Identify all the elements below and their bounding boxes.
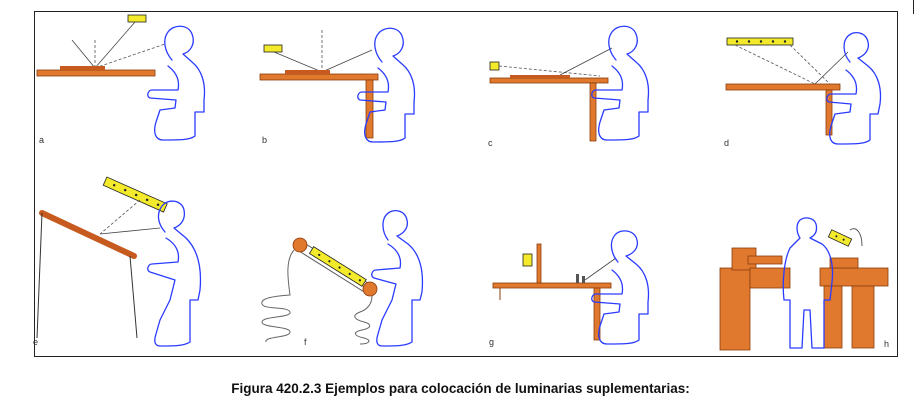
- panel-b-label: b: [262, 135, 267, 145]
- panel-f-pulley-bottom: [362, 281, 378, 297]
- panel-e-luminaire-icon: [102, 176, 168, 213]
- panel-e-sight-line: [99, 227, 161, 235]
- panel-h-lamp-arm: [849, 228, 863, 247]
- panel-g-table: [492, 282, 612, 289]
- panel-e-worker-outline: [147, 200, 202, 347]
- panel-g-upright-panel: [536, 243, 542, 284]
- panel-d-sight-line: [814, 51, 849, 85]
- panel-h-worker-outline: [782, 217, 834, 349]
- panel-b-luminaire-icon: [263, 44, 283, 53]
- panel-g-object-2: [582, 276, 585, 283]
- panel-f-luminaire-icon: [308, 246, 367, 287]
- panel-a-work-surface: [60, 66, 105, 70]
- panel-g-sight-line: [584, 257, 617, 281]
- panel-g-object-1: [576, 274, 579, 283]
- panel-b-table: [259, 73, 379, 81]
- panel-d: d: [724, 31, 882, 148]
- panel-c-luminaire-icon: [489, 61, 500, 71]
- panel-e: e: [33, 176, 202, 347]
- panel-a-sight-line: [94, 43, 166, 69]
- panel-a-light-ray: [94, 21, 136, 69]
- panel-b-light-ray: [273, 51, 323, 73]
- panel-h-luminaire-icon: [827, 229, 853, 247]
- corner-mark: [913, 0, 914, 14]
- panel-c-table-leg: [589, 82, 597, 142]
- panel-h: h: [719, 217, 889, 351]
- panel-h-machine-bed: [749, 267, 791, 289]
- panel-h-lathe-leg-left: [823, 285, 843, 349]
- panel-e-drafting-board: [39, 210, 137, 259]
- panel-e-board-stand-left: [36, 212, 43, 339]
- figure-frame: [34, 11, 898, 357]
- panel-b-table-leg: [365, 79, 374, 139]
- panel-f-label: f: [304, 337, 307, 347]
- panel-h-lathe-leg-right: [851, 285, 875, 349]
- panel-a-label: a: [39, 135, 44, 145]
- panel-d-label: d: [724, 138, 729, 148]
- panel-g-table-leg: [593, 287, 601, 341]
- panel-c-table: [489, 77, 609, 84]
- panel-a-worker-outline: [147, 25, 206, 141]
- panel-h-spindle: [747, 255, 783, 265]
- panel-f-worker-outline: [371, 209, 424, 347]
- panel-c-work-surface: [510, 75, 570, 78]
- panel-a-table: [36, 69, 156, 77]
- panel-d-table-leg: [825, 89, 833, 136]
- panel-a-luminaire-icon: [127, 14, 147, 23]
- panel-e-label: e: [33, 337, 38, 347]
- panel-e-light-ray: [99, 199, 141, 235]
- panel-b-sight-line: [321, 49, 373, 73]
- panel-f-coil-left: [261, 249, 295, 343]
- panel-f: f: [261, 209, 424, 347]
- panel-b-worker-outline: [357, 27, 416, 143]
- panel-c: c: [488, 25, 650, 148]
- panel-h-label: h: [884, 339, 889, 349]
- panel-a-reflected-ray: [71, 39, 96, 69]
- panel-f-pulley-top: [292, 237, 308, 253]
- panel-g: g: [489, 230, 650, 347]
- panel-f-belt-bottom: [298, 250, 370, 296]
- figure-caption: Figura 420.2.3 Ejemplos para colocación …: [231, 381, 690, 396]
- panel-c-sight-line: [559, 47, 613, 76]
- panel-b-work-surface: [285, 70, 330, 74]
- panel-a: a: [36, 14, 206, 145]
- panel-d-light-ray-2: [789, 44, 831, 85]
- panel-d-light-ray-1: [734, 44, 816, 85]
- panel-f-coil-right: [354, 295, 373, 345]
- panel-d-worker-outline: [826, 31, 882, 145]
- panel-c-light-ray: [498, 65, 601, 77]
- panel-h-lathe-bed: [819, 267, 889, 287]
- panel-g-label: g: [489, 337, 494, 347]
- panel-c-worker-outline: [591, 25, 650, 141]
- panel-g-luminaire-icon: [522, 253, 533, 267]
- panel-h-machine-base: [719, 267, 751, 351]
- panel-d-table: [725, 83, 841, 91]
- panel-c-label: c: [488, 138, 493, 148]
- panel-b: b: [259, 27, 416, 145]
- panel-h-tool-rest: [829, 257, 859, 269]
- panel-g-worker-outline: [591, 230, 650, 345]
- panel-e-board-stand-right: [129, 255, 138, 339]
